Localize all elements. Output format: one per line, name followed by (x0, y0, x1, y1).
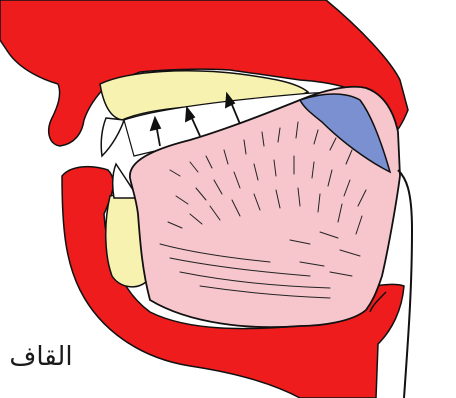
letter-caption: القاف (0, 342, 82, 372)
pharynx-wall (398, 170, 412, 398)
upper-tooth (101, 118, 124, 156)
